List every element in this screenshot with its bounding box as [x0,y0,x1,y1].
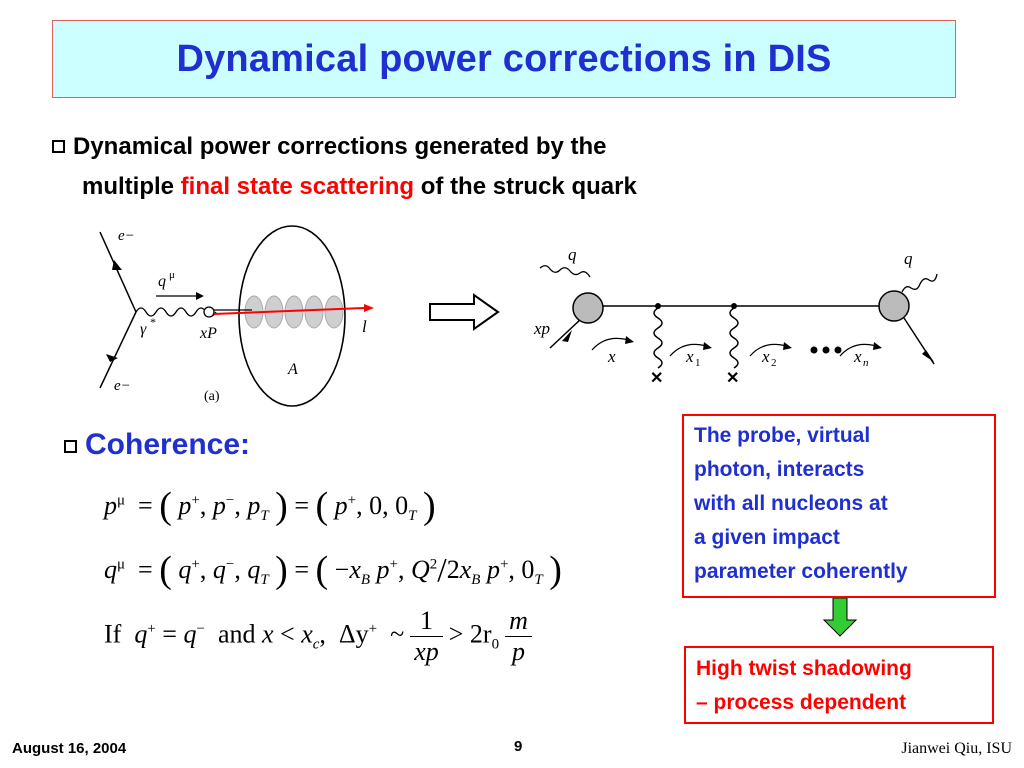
struck-quark-red-line [213,307,365,315]
footer-date: August 16, 2004 [12,740,127,757]
label-x2-sub: 2 [771,357,777,369]
coherence-heading: Coherence: [64,428,250,462]
title-box: Dynamical power corrections in DIS [52,20,956,98]
label-xn-sub: n [863,357,869,369]
label-gamma: γ [140,321,147,338]
left-vertex-blob [572,292,604,324]
coherence-label: Coherence: [85,428,251,461]
probe-line-2: photon, interacts [694,458,865,481]
probe-line-1: The probe, virtual [694,424,871,447]
label-q-in: q [568,245,577,264]
label-xn: x [853,347,862,366]
bullet1-line2-red: final state scattering [180,173,415,200]
slide-title: Dynamical power corrections in DIS [176,37,832,80]
shadow-line-1: High twist shadowing [696,657,912,680]
label-x1-sub: 1 [695,357,701,369]
dis-diagram-left: e− e− q μ γ * xP l A (a) [99,225,374,407]
checkbox-bullet-icon [64,440,77,453]
vertex-blob [203,306,215,318]
label-x1: x [685,347,694,366]
label-x: x [607,347,616,366]
label-q-mu-sup: μ [169,269,175,281]
bullet1-line2-pre: multiple [82,173,181,200]
multiple-scattering-diagram: ✕ ✕ q q xp x x 1 x 2 x n [533,245,938,387]
label-xp: xp [533,319,550,338]
equation-q-mu: qμ = ( q+, q−, qT ) = ( −xB p+, Q2/2xB p… [104,549,562,591]
label-A: A [287,361,298,378]
probe-line-3: with all nucleons at [694,492,888,515]
label-e-bottom: e− [114,378,131,394]
label-e-top: e− [118,228,135,244]
label-gamma-sup: * [150,315,156,329]
right-vertex-blob [878,290,910,322]
label-q-mu: q [158,273,166,290]
svg-text:✕: ✕ [726,370,739,387]
bullet-final-state-line2: multiple final state scattering of the s… [82,170,637,204]
label-xP: xP [199,325,217,342]
label-caption-a: (a) [204,389,220,404]
label-l: l [362,317,367,336]
electron-out-line [99,311,137,389]
footer-author: Jianwei Qiu, ISU [901,740,1012,757]
label-q-out: q [904,249,913,268]
photon-wavy-line [135,307,217,317]
probe-line-4: a given impact [694,526,840,549]
label-x2: x [761,347,770,366]
probe-explanation-box: The probe, virtual photon, interacts wit… [682,414,996,598]
shadow-line-2: – process dependent [696,691,907,714]
shadowing-box: High twist shadowing – process dependent [684,646,994,724]
green-down-arrow-icon [822,598,858,637]
bullet1-line1: Dynamical power corrections generated by… [73,133,607,160]
footer-page-number: 9 [514,738,523,755]
checkbox-bullet-icon [52,140,65,153]
bullet-final-state: Dynamical power corrections generated by… [52,130,607,164]
electron-in-line [99,231,137,313]
equation-p-mu: pμ = ( p+, p−, pT ) = ( p+, 0, 0T ) [104,485,436,527]
probe-line-5: parameter coherently [694,560,908,583]
hollow-right-arrow-icon [429,293,500,331]
svg-text:✕: ✕ [650,370,663,387]
bullet1-line2-post: of the struck quark [414,173,637,200]
